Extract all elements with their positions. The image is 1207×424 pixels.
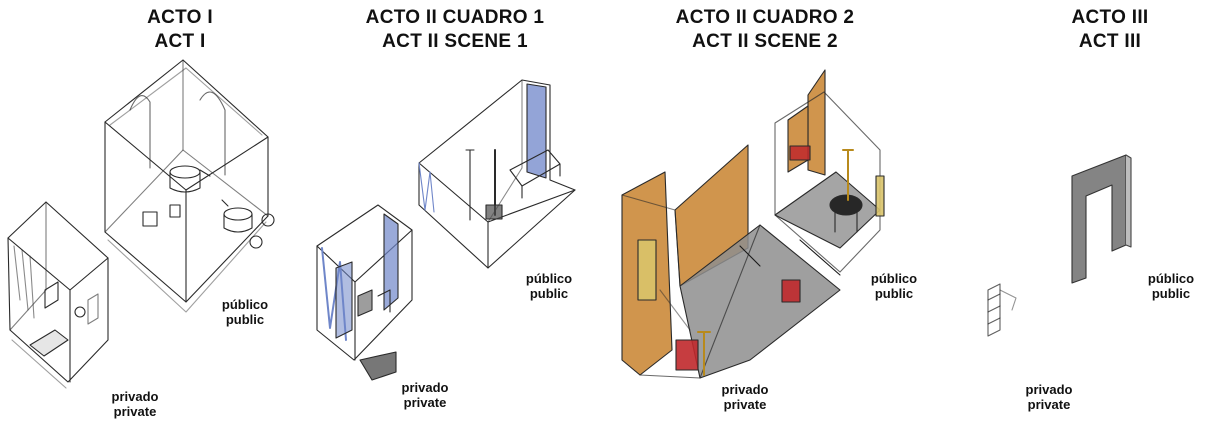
act3-private-es: privado [1025, 382, 1073, 397]
act1-public-label: público public [210, 297, 280, 327]
act3-title-es: ACTO III [1071, 7, 1149, 28]
act1-public-es: público [221, 297, 269, 312]
act2s2-title: ACTO II CUADRO 2 ACT II SCENE 2 [640, 6, 890, 54]
act1-public-en: public [225, 312, 265, 327]
act2s2-title-es: ACTO II CUADRO 2 [675, 7, 855, 28]
act1-public-room-sketch [104, 59, 275, 313]
act1-private-en: private [113, 404, 157, 419]
act3-private-remnant-sketch [987, 283, 1017, 337]
act3-public-frame-sketch [1071, 154, 1132, 284]
act2s1-private-label: privado private [390, 380, 460, 410]
act2s1-title-en: ACT II SCENE 1 [382, 31, 528, 52]
act2s2-private-es: privado [721, 382, 769, 397]
act2s1-title: ACTO II CUADRO 1 ACT II SCENE 1 [330, 6, 580, 54]
act1-title-es: ACTO I [147, 7, 213, 28]
act2s1-public-es: público [525, 271, 573, 286]
act2s2-public-en: public [874, 286, 914, 301]
act1-private-label: privado private [100, 389, 170, 419]
act3-title-en: ACT III [1078, 31, 1142, 52]
act2s1-private-es: privado [401, 380, 449, 395]
act2s2-title-en: ACT II SCENE 2 [692, 31, 838, 52]
act3-public-label: público public [1136, 271, 1206, 301]
act2s1-public-en: public [529, 286, 569, 301]
act3-private-en: private [1027, 397, 1071, 412]
act3-public-en: public [1151, 286, 1191, 301]
act2s2-public-room-sketch [774, 69, 885, 273]
act2s1-private-en: private [403, 395, 447, 410]
act1-private-room-sketch [7, 201, 109, 389]
act2s1-public-label: público public [514, 271, 584, 301]
act2s2-private-room-sketch [621, 144, 841, 379]
act1-title: ACTO I ACT I [80, 6, 280, 54]
act2s2-private-label: privado private [710, 382, 780, 412]
act3-public-es: público [1147, 271, 1195, 286]
act2s2-public-label: público public [859, 271, 929, 301]
act3-title: ACTO III ACT III [1050, 6, 1170, 54]
act2s2-public-es: público [870, 271, 918, 286]
act1-private-es: privado [111, 389, 159, 404]
act3-private-label: privado private [1014, 382, 1084, 412]
act2s2-private-en: private [723, 397, 767, 412]
act2s1-title-es: ACTO II CUADRO 1 [365, 7, 545, 28]
act2s1-public-room-sketch [418, 79, 576, 269]
act2s1-private-room-sketch [316, 204, 413, 381]
act1-title-en: ACT I [154, 31, 206, 52]
